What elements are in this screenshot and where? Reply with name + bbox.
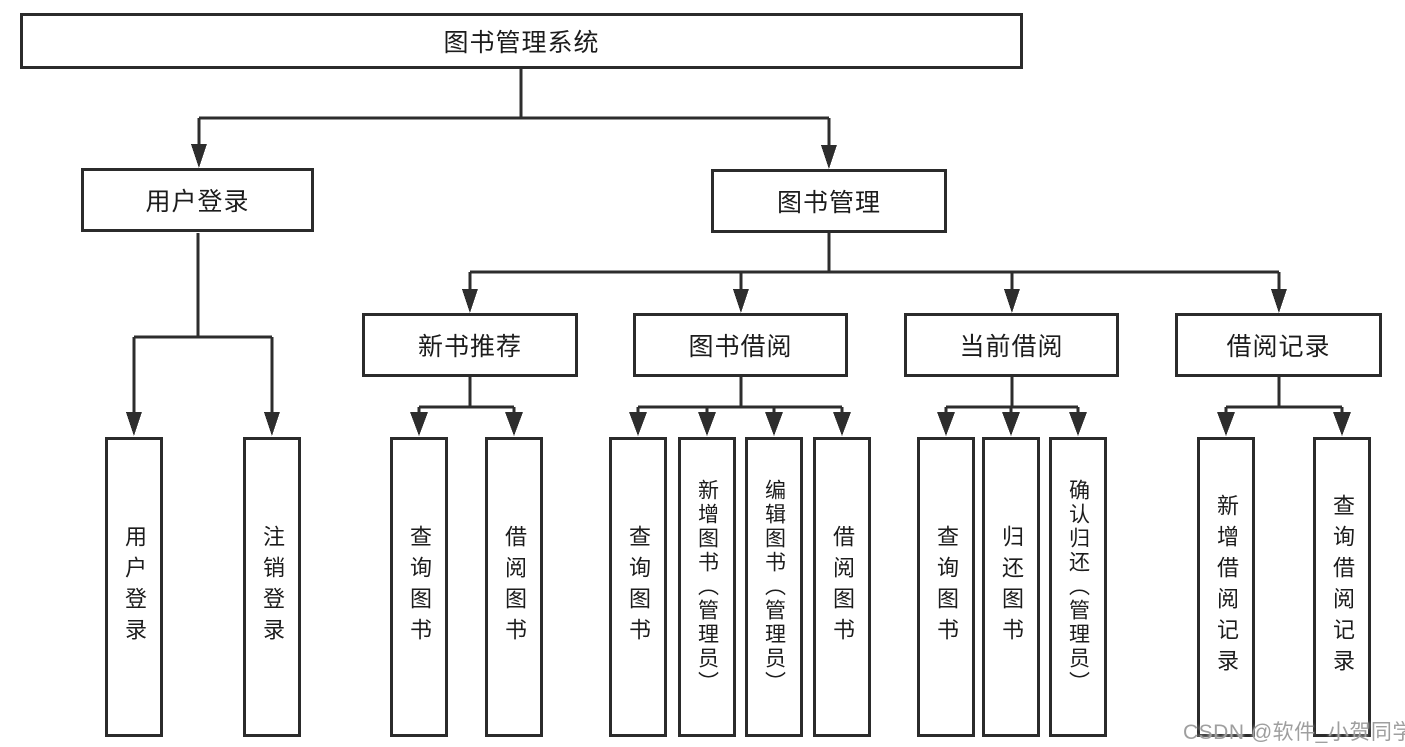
leaf-borrow-books: 借阅图书 bbox=[813, 437, 871, 737]
node-label: 借阅图书 bbox=[830, 525, 855, 649]
connector-current-to-leaves bbox=[937, 377, 1087, 436]
node-label: 查询图书 bbox=[626, 525, 651, 649]
node-user-login: 用户登录 bbox=[81, 168, 314, 232]
leaf-user-login: 用户登录 bbox=[105, 437, 163, 737]
node-label: 注销登录 bbox=[260, 525, 285, 649]
leaf-edit-book-admin: 编辑图书（管理员） bbox=[745, 437, 803, 737]
leaf-logout: 注销登录 bbox=[243, 437, 301, 737]
leaf-borrow-books-recommend: 借阅图书 bbox=[485, 437, 543, 737]
connector-recommend-to-leaves bbox=[410, 377, 523, 436]
node-label: 查询图书 bbox=[934, 525, 959, 649]
node-book-borrowing: 图书借阅 bbox=[633, 313, 848, 377]
node-label: 图书管理系统 bbox=[443, 29, 600, 57]
node-label: 确认归还（管理员） bbox=[1066, 479, 1090, 695]
node-label: 借阅图书 bbox=[502, 525, 527, 649]
node-label: 查询借阅记录 bbox=[1330, 494, 1355, 680]
connector-login-to-leaves bbox=[126, 233, 280, 436]
node-library-management-system: 图书管理系统 bbox=[20, 13, 1023, 69]
leaf-add-borrow-record: 新增借阅记录 bbox=[1197, 437, 1255, 737]
connector-borrowing-to-leaves bbox=[629, 377, 851, 436]
csdn-watermark: CSDN @软件_小贺同学 bbox=[1183, 721, 1405, 744]
node-label: 新增图书（管理员） bbox=[695, 479, 719, 695]
leaf-confirm-return-admin: 确认归还（管理员） bbox=[1049, 437, 1107, 737]
node-label: 用户登录 bbox=[145, 188, 250, 216]
node-new-book-recommend: 新书推荐 bbox=[362, 313, 578, 377]
node-label: 当前借阅 bbox=[959, 333, 1064, 361]
leaf-query-books-current: 查询图书 bbox=[917, 437, 975, 737]
node-label: 借阅记录 bbox=[1226, 333, 1331, 361]
node-label: 归还图书 bbox=[999, 525, 1024, 649]
node-label: 查询图书 bbox=[407, 525, 432, 649]
connector-records-to-leaves bbox=[1217, 377, 1351, 436]
node-label: 图书借阅 bbox=[688, 333, 793, 361]
connector-root-to-level2 bbox=[191, 69, 837, 169]
leaf-add-book-admin: 新增图书（管理员） bbox=[678, 437, 736, 737]
leaf-query-borrow-record: 查询借阅记录 bbox=[1313, 437, 1371, 737]
connector-management-to-level3 bbox=[462, 233, 1287, 313]
leaf-return-books: 归还图书 bbox=[982, 437, 1040, 737]
node-book-management: 图书管理 bbox=[711, 169, 947, 233]
node-label: 图书管理 bbox=[776, 189, 881, 217]
node-label: 编辑图书（管理员） bbox=[762, 479, 786, 695]
leaf-query-books-borrowing: 查询图书 bbox=[609, 437, 667, 737]
node-borrowing-records: 借阅记录 bbox=[1175, 313, 1382, 377]
node-label: 新书推荐 bbox=[417, 333, 522, 361]
node-current-borrowing: 当前借阅 bbox=[904, 313, 1119, 377]
node-label: 用户登录 bbox=[122, 525, 147, 649]
leaf-query-books-recommend: 查询图书 bbox=[390, 437, 448, 737]
node-label: 新增借阅记录 bbox=[1214, 494, 1239, 680]
